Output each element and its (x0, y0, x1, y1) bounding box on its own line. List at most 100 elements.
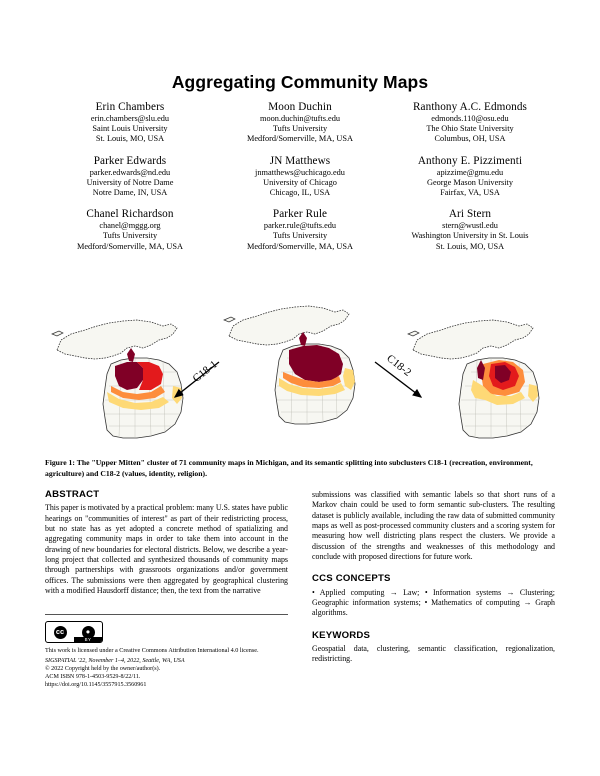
isle-royale (223, 316, 236, 323)
isle-royale (407, 330, 420, 337)
author-location: Fairfax, VA, USA (440, 188, 500, 198)
cc-person-glyph: ● (81, 625, 95, 639)
heat-thumb (528, 384, 538, 402)
ccs-concepts-text: • Applied computing → Law; • Information… (312, 587, 555, 618)
ccs-concepts-heading: CCS CONCEPTS (312, 573, 391, 585)
heat-core-high (289, 345, 343, 382)
figure-1-graphic: C18-1 C18-2 (51, 305, 540, 439)
author-email[interactable]: parker.rule@tufts.edu (263, 221, 337, 231)
upper-peninsula-outline (228, 305, 350, 346)
author-email[interactable]: edmonds.110@osu.edu (431, 114, 509, 123)
author-institution: Saint Louis University (92, 124, 168, 134)
upper-peninsula-outline (56, 319, 178, 360)
arrow-left-label: C18-1 (191, 358, 220, 384)
copyright-line: © 2022 Copyright held by the owner/autho… (45, 666, 161, 673)
abstract-heading: ABSTRACT (45, 489, 100, 500)
heat-tip-marker (477, 360, 485, 380)
author-entry: Parker Rule parker.rule@tufts.edu Tufts … (215, 207, 385, 252)
author-institution: George Mason University (426, 177, 514, 187)
right-column: submissions was classified with semantic… (312, 490, 555, 671)
author-entry: Ranthony A.C. Edmonds edmonds.110@osu.ed… (385, 100, 555, 145)
author-name: JN Matthews (269, 154, 331, 167)
figure-caption: Figure 1: The "Upper Mitten" cluster of … (45, 458, 533, 478)
author-email[interactable]: apizzime@gmu.edu (436, 167, 504, 177)
map-upper-mitten (223, 305, 356, 425)
keywords-heading: KEYWORDS (312, 629, 371, 641)
author-column-3: Ranthony A.C. Edmonds edmonds.110@osu.ed… (385, 100, 555, 261)
author-email[interactable]: stern@wustl.edu (442, 221, 498, 231)
author-name: Parker Rule (272, 208, 328, 221)
cc-by-icon: ● BY (74, 622, 102, 642)
cc-glyph: cc (53, 625, 67, 639)
upper-peninsula-outline (412, 319, 534, 360)
heat-fringe-low (483, 390, 525, 405)
copyright-meta: SIGSPATIAL '22, November 1–4, 2022, Seat… (45, 658, 288, 690)
author-email[interactable]: erin.chambers@slu.edu (90, 114, 170, 123)
abstract-paragraph-2: submissions was classified with semantic… (312, 490, 555, 562)
cc-logo-icon: cc (46, 622, 74, 642)
heat-thumb (343, 368, 355, 390)
isbn-line: ACM ISBN 978-1-4503-9529-8/22/11. (45, 674, 141, 681)
author-location: Medford/Somerville, MA, USA (246, 134, 353, 144)
author-email[interactable]: jnmatthews@uchicago.edu (255, 167, 345, 177)
author-institution: Tufts University (272, 124, 328, 134)
author-institution: University of Notre Dame (86, 177, 174, 187)
map-c18-2 (407, 319, 540, 439)
author-entry: Parker Edwards parker.edwards@nd.edu Uni… (45, 154, 215, 199)
left-column: ABSTRACT This paper is motivated by a pr… (45, 489, 288, 602)
license-statement: This work is licensed under a Creative C… (45, 647, 259, 654)
author-entry: Anthony E. Pizzimenti apizzime@gmu.edu G… (385, 154, 555, 199)
heat-tip-marker (127, 348, 135, 362)
arrow-to-c18-2 (374, 361, 423, 398)
author-entry: Moon Duchin moon.duchin@tufts.edu Tufts … (215, 100, 385, 145)
figure-1: C18-1 C18-2 (45, 296, 555, 454)
heat-fringe-mid (111, 386, 165, 400)
author-location: Medford/Somerville, MA, USA (76, 241, 183, 251)
heat-fringe-low (279, 378, 345, 396)
doi-link[interactable]: https://doi.org/10.1145/3557915.3560961 (45, 682, 147, 689)
heat-fringe-low (107, 392, 169, 410)
author-block: Erin Chambers erin.chambers@slu.edu Sain… (45, 100, 555, 261)
author-email[interactable]: chanel@mggg.org (99, 221, 161, 231)
heat-core-high (495, 365, 511, 383)
heat-fringe-mid (283, 372, 341, 388)
arrow-right-label: C18-2 (384, 352, 413, 378)
author-entry: JN Matthews jnmatthews@uchicago.edu Univ… (215, 154, 385, 199)
author-location: Notre Dame, IN, USA (92, 188, 168, 198)
venue-line: SIGSPATIAL '22, November 1–4, 2022, Seat… (45, 658, 185, 665)
divider (45, 614, 288, 615)
isle-royale (51, 330, 64, 337)
author-email[interactable]: moon.duchin@tufts.edu (260, 114, 340, 123)
author-name: Anthony E. Pizzimenti (417, 154, 523, 167)
author-entry: Chanel Richardson chanel@mggg.org Tufts … (45, 207, 215, 252)
author-entry: Ari Stern stern@wustl.edu Washington Uni… (385, 207, 555, 252)
heat-core-midhigh (137, 362, 163, 390)
author-name: Ari Stern (448, 208, 492, 221)
author-name: Erin Chambers (95, 101, 165, 113)
author-entry: Erin Chambers erin.chambers@slu.edu Sain… (45, 100, 215, 145)
author-institution: University of Chicago (263, 177, 337, 187)
heat-tip-marker (299, 332, 307, 346)
author-name: Ranthony A.C. Edmonds (413, 101, 527, 113)
author-institution: Tufts University (272, 231, 328, 241)
author-location: St. Louis, MO, USA (95, 134, 165, 144)
abstract-paragraph-1: This paper is motivated by a practical p… (45, 503, 288, 596)
author-location: St. Louis, MO, USA (435, 241, 505, 251)
author-email[interactable]: parker.edwards@nd.edu (89, 167, 171, 177)
author-column-1: Erin Chambers erin.chambers@slu.edu Sain… (45, 100, 215, 261)
cc-by-text: BY (74, 637, 102, 642)
map-c18-1 (51, 319, 184, 439)
author-name: Chanel Richardson (86, 208, 174, 221)
author-name: Moon Duchin (268, 101, 332, 113)
page-title: Aggregating Community Maps (171, 72, 429, 92)
author-name: Parker Edwards (93, 154, 167, 167)
author-location: Columbus, OH, USA (434, 134, 506, 144)
copyright-block: cc ● BY This work is licensed under a Cr… (45, 614, 288, 690)
author-column-2: Moon Duchin moon.duchin@tufts.edu Tufts … (215, 100, 385, 261)
author-institution: The Ohio State University (426, 124, 514, 134)
author-location: Medford/Somerville, MA, USA (246, 241, 353, 251)
author-institution: Washington University in St. Louis (411, 231, 529, 241)
author-institution: Tufts University (102, 231, 158, 241)
keywords-text: Geospatial data, clustering, semantic cl… (312, 644, 555, 664)
